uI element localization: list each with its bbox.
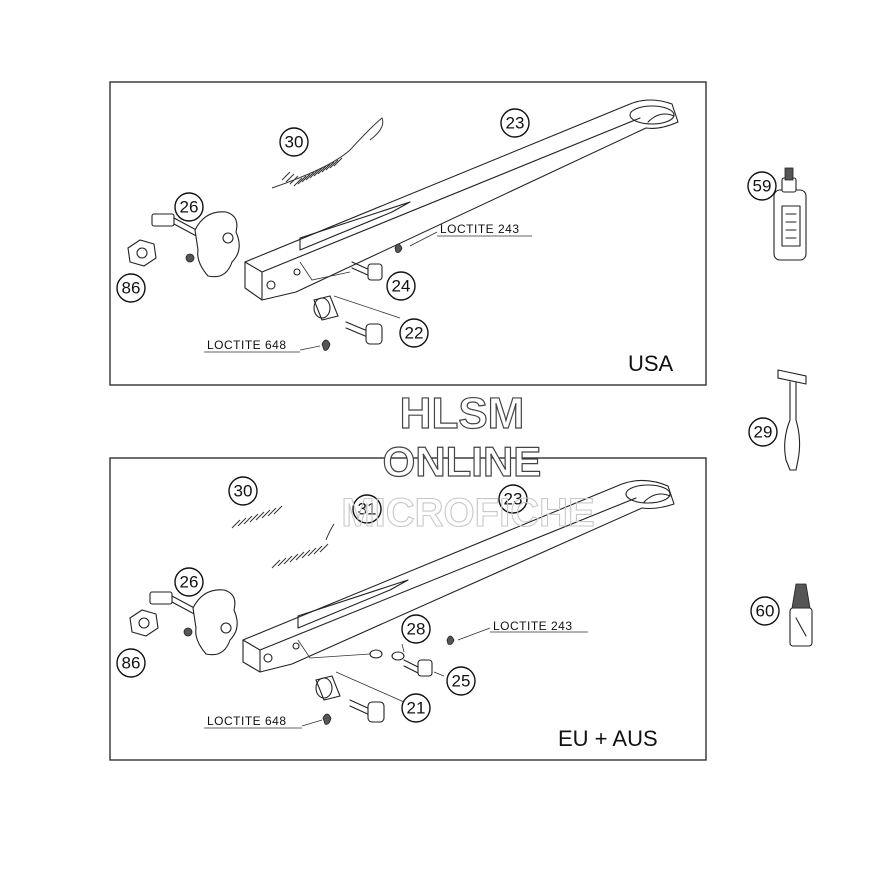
bolt-24-usa: [351, 243, 403, 281]
svg-text:26: 26: [180, 573, 199, 592]
svg-text:28: 28: [407, 620, 426, 639]
svg-text:24: 24: [392, 277, 411, 296]
svg-text:29: 29: [754, 423, 773, 442]
watermark-line-1: HLSM: [400, 389, 525, 438]
callout-29[interactable]: 29: [748, 417, 778, 447]
svg-text:30: 30: [234, 482, 253, 501]
watermark-line-3: MICROFICHE: [341, 491, 594, 535]
bushing-bolt-22-usa: [313, 295, 383, 351]
side-stand-leg-eu: [242, 479, 675, 673]
svg-text:26: 26: [180, 198, 199, 217]
side-item-29: 29: [748, 369, 807, 471]
side-item-60: 60: [750, 583, 813, 647]
callout-22-usa[interactable]: 22: [399, 318, 429, 348]
panel-usa-frame: [109, 81, 707, 386]
side-item-59: 59: [747, 167, 807, 261]
svg-text:31: 31: [358, 500, 377, 519]
watermark: HLSM ONLINE MICROFICHE: [341, 388, 595, 535]
svg-text:59: 59: [753, 177, 772, 196]
note-loctite-243-eu: LOCTITE 243: [493, 619, 573, 633]
svg-text:22: 22: [405, 324, 424, 343]
callout-23-usa[interactable]: 23: [500, 108, 530, 138]
note-loctite-648-eu: LOCTITE 648: [207, 714, 287, 728]
panel-eu-aus-frame: [109, 457, 707, 761]
callout-28-eu[interactable]: 28: [401, 614, 431, 644]
callout-59[interactable]: 59: [747, 171, 777, 201]
spring-30-eu: [231, 505, 283, 529]
callout-86-eu[interactable]: 86: [116, 648, 146, 678]
region-label-eu-aus: EU + AUS: [558, 726, 658, 751]
note-loctite-243-usa: LOCTITE 243: [440, 222, 520, 236]
svg-text:25: 25: [452, 672, 471, 691]
svg-text:86: 86: [122, 654, 141, 673]
spring-usa: [271, 117, 384, 189]
note-loctite-648-usa: LOCTITE 648: [207, 338, 287, 352]
callout-31-eu[interactable]: 31: [352, 494, 382, 524]
bushing-bolt-21-eu: [315, 675, 385, 725]
callout-24-usa[interactable]: 24: [386, 271, 416, 301]
svg-text:23: 23: [504, 490, 523, 509]
pivot-bolt-usa: [151, 211, 240, 278]
spring-31-eu: [271, 523, 335, 569]
panel-eu-aus: 30 31 23 26 86 28 25 21 LOCTI: [109, 457, 707, 761]
svg-text:23: 23: [506, 114, 525, 133]
callout-60[interactable]: 60: [750, 596, 780, 626]
callout-26-eu[interactable]: 26: [174, 567, 204, 597]
svg-text:60: 60: [756, 602, 775, 621]
callout-23-eu[interactable]: 23: [498, 484, 528, 514]
svg-text:21: 21: [407, 699, 426, 718]
watermark-line-2: ONLINE: [383, 438, 542, 485]
svg-text:86: 86: [122, 279, 141, 298]
callout-86-usa[interactable]: 86: [116, 273, 146, 303]
callout-21-eu[interactable]: 21: [401, 693, 431, 723]
side-stand-leg-usa: [244, 99, 679, 301]
panel-usa: 30 23 26 86 24 22 LOCTITE 243 LOCTITE 64…: [109, 81, 707, 386]
callout-26-usa[interactable]: 26: [174, 192, 204, 222]
svg-text:30: 30: [285, 133, 304, 152]
region-label-usa: USA: [628, 351, 674, 376]
nut-eu: [129, 609, 159, 637]
callout-30-eu[interactable]: 30: [228, 476, 258, 506]
nut-usa: [127, 239, 157, 267]
pivot-bolt-eu: [149, 589, 238, 656]
callout-30-usa[interactable]: 30: [279, 127, 309, 157]
callout-25-eu[interactable]: 25: [446, 666, 476, 696]
